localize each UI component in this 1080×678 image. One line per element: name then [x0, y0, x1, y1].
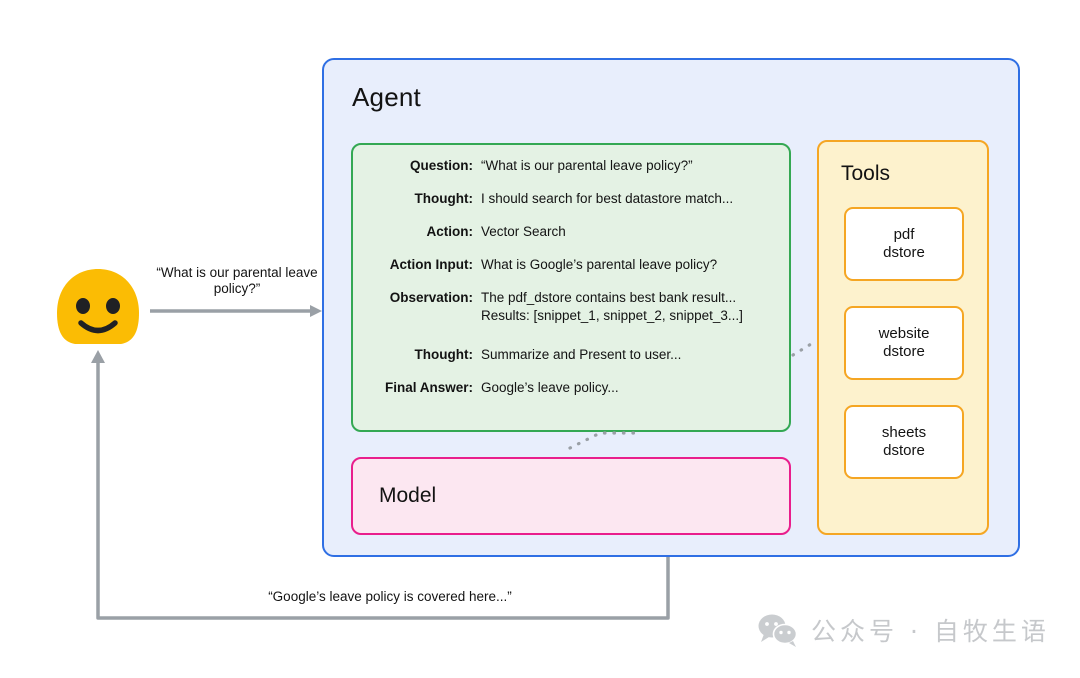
user-avatar-smiley	[57, 269, 139, 344]
trace-row-spacer	[353, 362, 789, 380]
watermark-text: 公众号 · 自牧生语	[811, 617, 1050, 646]
trace-row-spacer	[353, 206, 789, 224]
user-question-label: “What is our parental leave policy?”	[156, 265, 318, 296]
trace-row-spacer	[353, 272, 789, 290]
trace-row: Thought: I should search for best datasto…	[353, 191, 789, 206]
trace-row: Action Input: What is Google’s parental l…	[353, 257, 789, 272]
avatar-face-shape	[57, 269, 139, 344]
trace-row-label: Thought:	[414, 191, 473, 206]
agent-reasoning-trace-panel: Question: “What is our parental leave pol…	[351, 143, 791, 432]
trace-row: Thought: Summarize and Present to user...	[353, 347, 789, 362]
trace-row-spacer	[353, 239, 789, 257]
avatar-left-eye-icon	[76, 298, 90, 314]
model-title: Model	[379, 484, 437, 507]
tool-card-sheets-dstore[interactable]: sheets dstore	[844, 405, 964, 479]
trace-row-value: Google’s leave policy...	[481, 380, 619, 395]
trace-row-spacer	[353, 323, 789, 347]
trace-row: Action: Vector Search	[353, 224, 789, 239]
avatar-smile-icon	[78, 320, 118, 334]
trace-row-value: Summarize and Present to user...	[481, 347, 682, 362]
tool-card-website-dstore[interactable]: website dstore	[844, 306, 964, 380]
agent-answer-label: “Google’s leave policy is covered here..…	[268, 589, 512, 604]
wechat-icon	[758, 614, 798, 647]
trace-row-value: What is Google’s parental leave policy?	[481, 257, 718, 272]
trace-row-value: Vector Search	[481, 224, 566, 239]
trace-row-label: Observation:	[389, 290, 473, 305]
trace-row-label: Action:	[426, 224, 474, 239]
trace-row-value: I should search for best datastore match…	[481, 191, 734, 206]
agent-title: Agent	[352, 82, 421, 112]
trace-row-spacer	[353, 173, 789, 191]
tool-card-pdf-dstore[interactable]: pdf dstore	[844, 207, 964, 281]
trace-row-label: Final Answer:	[384, 380, 473, 395]
arrow-user-to-agent	[150, 305, 322, 317]
trace-row: Observation: The pdf_dstore contains best…	[353, 290, 789, 323]
tools-panel: Tools pdf dstore website dstore sheets d…	[817, 140, 989, 535]
watermark: 公众号 · 自牧生语	[757, 612, 1050, 648]
trace-row-value: The pdf_dstore contains best bank result…	[481, 290, 789, 323]
trace-row: Question: “What is our parental leave pol…	[353, 158, 789, 173]
trace-row-value: “What is our parental leave policy?”	[481, 158, 693, 173]
trace-table-body: Question: “What is our parental leave pol…	[353, 158, 789, 395]
tools-title: Tools	[841, 162, 891, 185]
trace-row-label: Action Input:	[389, 257, 473, 272]
model-panel: Model	[351, 457, 791, 535]
trace-row-value-extra: Results: [snippet_1, snippet_2, snippet_…	[481, 308, 743, 323]
trace-row: Final Answer: Google’s leave policy...	[353, 380, 789, 395]
avatar-right-eye-icon	[106, 298, 120, 314]
trace-table: Question: “What is our parental leave pol…	[353, 158, 789, 395]
trace-row-label: Question:	[410, 158, 473, 173]
trace-row-label: Thought:	[414, 347, 473, 362]
